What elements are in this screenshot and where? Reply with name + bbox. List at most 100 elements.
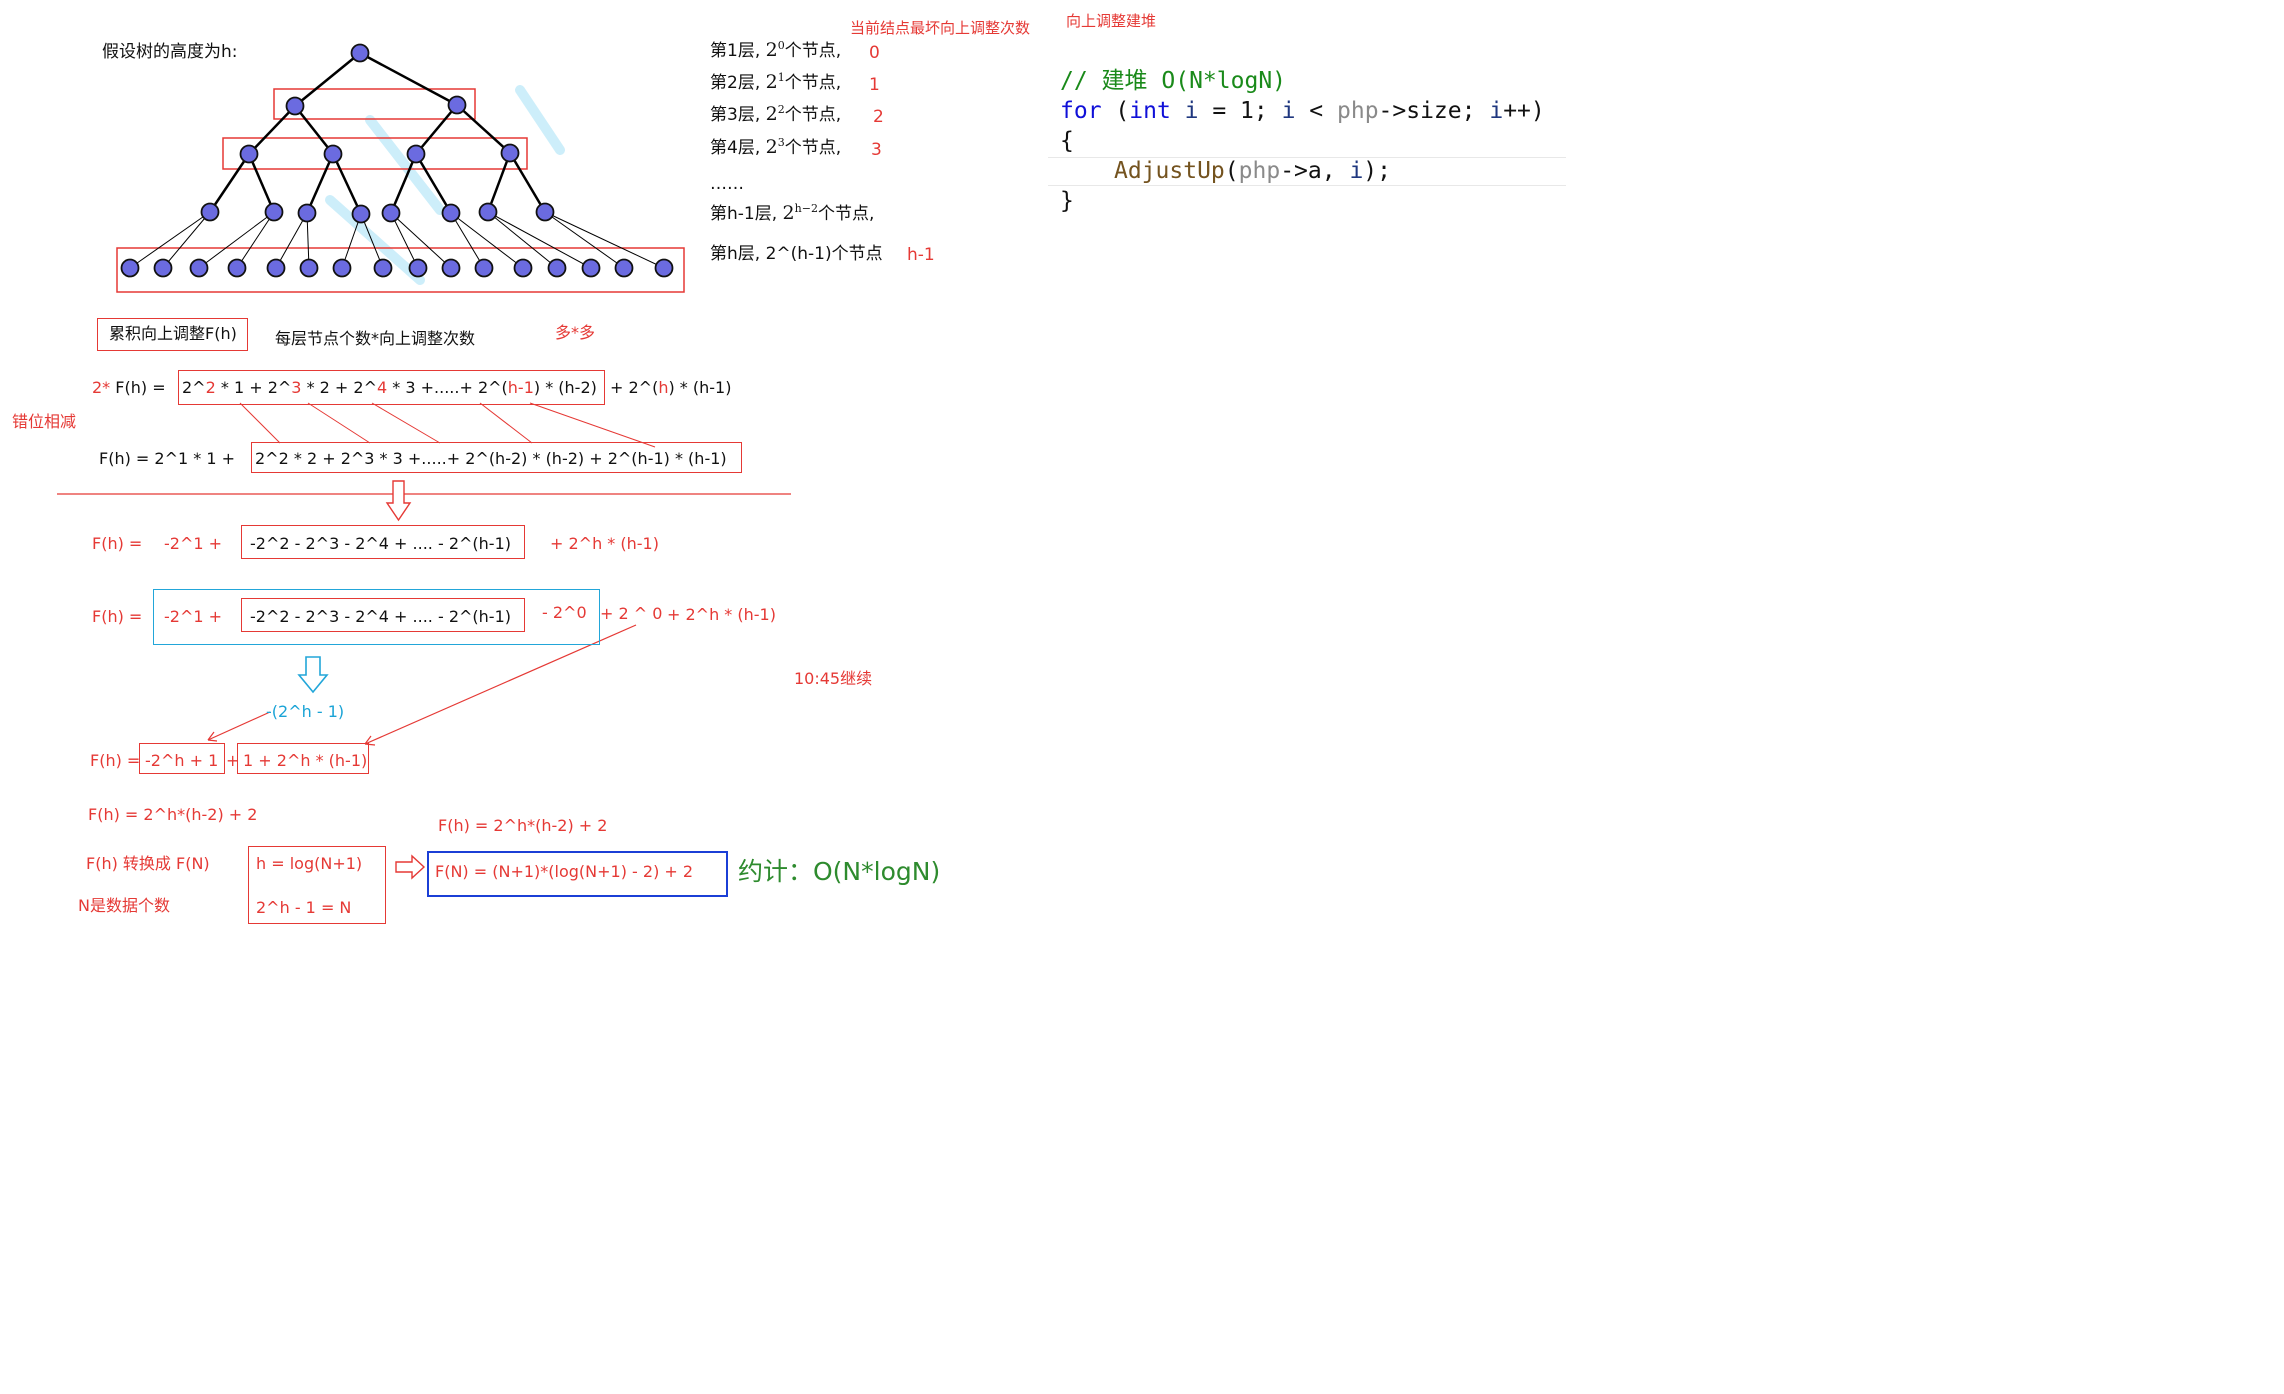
tree-edge [456, 104, 511, 154]
eq3-lhs: F(h) = [92, 534, 143, 553]
eq4-sum: -2^2 - 2^3 - 2^4 + .... - 2^(h-1) [250, 607, 511, 626]
tree-node [153, 258, 173, 278]
watermark-stroke [515, 85, 565, 155]
eq5-box-a [139, 743, 225, 774]
level-h: 第h层, 2^(h-1)个节点 [710, 244, 883, 264]
tree-node [189, 258, 209, 278]
eq-2f-terms: 2^2 * 1 + 2^3 * 2 + 2^4 * 3 +.....+ 2^(h… [182, 378, 597, 397]
binary-tree-diagram [57, 43, 791, 880]
tree-node [323, 144, 343, 164]
code-close-brace: } [1060, 188, 1074, 214]
conversion-label: F(h) 转换成 F(N) [86, 854, 210, 873]
eq4-minus-2-0: - 2^0 [542, 603, 587, 622]
eq3-box [241, 525, 525, 559]
tree-edge [544, 211, 625, 269]
eq3-sum: -2^2 - 2^3 - 2^4 + .... - 2^(h-1) [250, 534, 511, 553]
tree-node [441, 258, 461, 278]
watermark-stroke [365, 115, 445, 215]
tree-node [581, 258, 601, 278]
level-2-box [273, 88, 476, 120]
tree-edge [305, 153, 335, 214]
tree-edge [360, 213, 384, 269]
tree-node [447, 95, 467, 115]
eq5-box-b [237, 743, 369, 774]
worst-adjust-count-label: 当前结点最坏向上调整次数 [850, 19, 1031, 37]
level-ellipsis: …… [710, 174, 744, 194]
eq4-geometric-box [153, 589, 600, 645]
level-adjust-count: 2 [873, 107, 884, 127]
eq4-lhs: F(h) = [92, 607, 143, 626]
eq-2f-tail: + 2^(h) * (h-1) [610, 378, 732, 397]
conversion-box [248, 846, 386, 924]
code-comment-line: // 建堆 O(N*logN) [1060, 68, 1287, 94]
tree-height-note: 假设树的高度为h: [102, 42, 238, 62]
n-description: N是数据个数 [78, 896, 170, 915]
tree-node [351, 204, 371, 224]
tree-node [200, 202, 220, 222]
build-heap-up-title: 向上调整建堆 [1066, 12, 1157, 30]
tree-edge [415, 104, 458, 155]
level-h-box [116, 247, 685, 293]
tree-edge [275, 212, 308, 269]
tree-node [478, 202, 498, 222]
final-formula: F(N) = (N+1)*(log(N+1) - 2) + 2 [435, 862, 694, 881]
code-call-line: AdjustUp(php->a, i); [1114, 158, 1391, 184]
shift-subtract-label: 错位相减 [12, 412, 77, 431]
tree-node [441, 203, 461, 223]
tree-edge [486, 152, 512, 213]
continue-note: 10:45继续 [794, 669, 873, 688]
per-level-label: 每层节点个数*向上调整次数 [275, 329, 476, 348]
shift-link [239, 402, 281, 444]
shift-link [307, 402, 371, 444]
level-adjust-count: 1 [869, 75, 880, 95]
final-formula-box [427, 851, 728, 897]
tree-node [350, 43, 370, 63]
down-arrow-icon [297, 656, 329, 694]
eq3-first: -2^1 + [164, 534, 223, 553]
level-row: 第4层, 23个节点, [710, 136, 842, 158]
eq7: F(h) = 2^h*(h-2) + 2 [438, 816, 608, 835]
eq4-tail: + 2^h * (h-1) [667, 605, 776, 624]
arrowhead-icon [364, 735, 376, 746]
shift-link [479, 402, 533, 444]
tree-node [381, 203, 401, 223]
level-adjust-count: 0 [869, 43, 880, 63]
shift-link [529, 402, 656, 448]
tree-edge [450, 212, 524, 269]
level-row: 第2层, 21个节点, [710, 71, 842, 93]
arrowhead-icon [207, 731, 218, 742]
tree-node [535, 202, 555, 222]
tree-edge [487, 211, 592, 269]
eq-2f-box [178, 370, 605, 405]
tree-edge [248, 105, 296, 155]
h-equals-log: h = log(N+1) [256, 854, 363, 873]
tree-node [654, 258, 674, 278]
tree-node [297, 203, 317, 223]
tree-edge [341, 213, 362, 269]
eq5-a: -2^h + 1 [145, 751, 219, 770]
right-arrow-icon [395, 854, 426, 880]
tree-edge [544, 211, 665, 269]
tree-edge [162, 211, 211, 269]
tree-node [474, 258, 494, 278]
tree-node [239, 144, 259, 164]
pointer-line [207, 711, 271, 741]
eq5-plus: + [226, 751, 240, 770]
f-label: 累积向上调整F(h) [109, 324, 237, 343]
level-h-minus-1: 第h-1层, 2h−2个节点, [710, 202, 875, 224]
level-row: 第1层, 20个节点, [710, 39, 842, 61]
tree-node [373, 258, 393, 278]
tree-edge [390, 212, 452, 269]
geometric-sum: -(2^h - 1) [266, 702, 345, 721]
tree-edge [487, 211, 558, 269]
tree-edge [247, 153, 276, 213]
tree-edge [389, 153, 418, 214]
complexity-estimate: 约计：O(N*logN) [738, 857, 941, 886]
tree-node [513, 258, 533, 278]
code-for-line: for (int i = 1; i < php->size; i++) [1060, 98, 1545, 124]
eq5-b: 1 + 2^h * (h-1) [243, 751, 368, 770]
eq-f-lhs: F(h) = 2^1 * 1 + [99, 449, 236, 468]
code-block: // 建堆 O(N*logN) for (int i = 1; i < php-… [1048, 62, 1566, 222]
tree-edge [129, 211, 211, 269]
eq6: F(h) = 2^h*(h-2) + 2 [88, 805, 258, 824]
